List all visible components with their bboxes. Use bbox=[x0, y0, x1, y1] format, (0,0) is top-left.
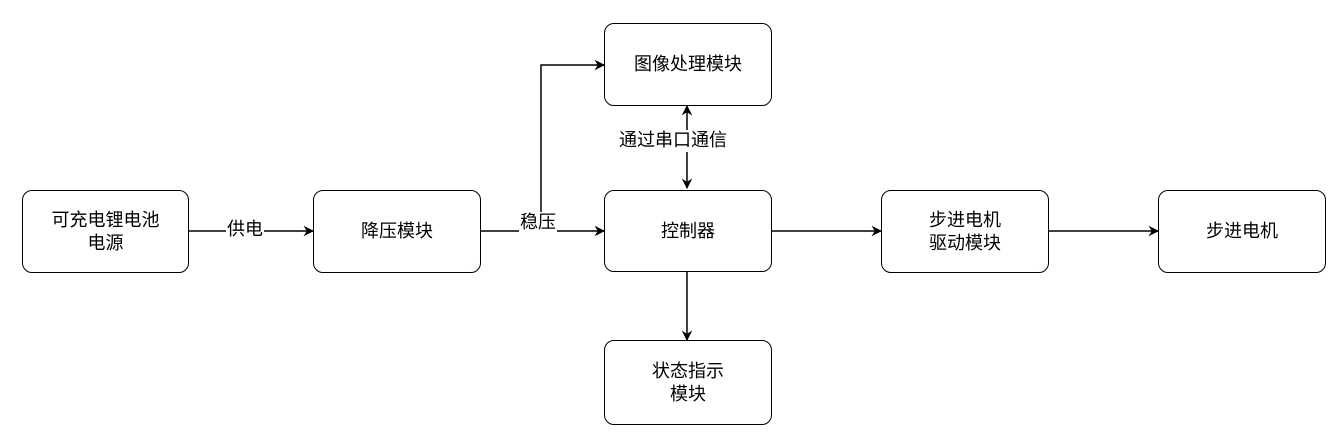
node-status-line-2: 模块 bbox=[670, 383, 706, 405]
node-buck: 降压模块 bbox=[313, 190, 481, 273]
arrow-buck-to-image bbox=[540, 59, 606, 231]
edge-label-serial: 通过串口通信 bbox=[618, 130, 728, 152]
node-image-line-1: 图像处理模块 bbox=[634, 54, 742, 75]
node-buck-line-1: 降压模块 bbox=[361, 221, 433, 242]
node-controller: 控制器 bbox=[604, 190, 772, 272]
node-battery-line-2: 电源 bbox=[87, 232, 124, 254]
node-controller-line-1: 控制器 bbox=[661, 220, 715, 242]
node-driver-line-2: 驱动模块 bbox=[929, 232, 1001, 254]
node-status-indicator: 状态指示模块 bbox=[604, 340, 772, 425]
edge-label-regulate: 稳压 bbox=[519, 212, 557, 234]
node-driver-line-1: 步进电机 bbox=[929, 209, 1001, 231]
node-image-processing: 图像处理模块 bbox=[604, 23, 772, 106]
node-stepper-motor: 步进电机 bbox=[1158, 190, 1326, 273]
node-motor-line-1: 步进电机 bbox=[1206, 221, 1278, 242]
node-battery: 可充电锂电池电源 bbox=[22, 190, 189, 273]
node-battery-line-1: 可充电锂电池 bbox=[51, 209, 160, 231]
edge-label-power: 供电 bbox=[226, 219, 264, 241]
node-motor-driver: 步进电机驱动模块 bbox=[881, 190, 1049, 273]
node-status-line-1: 状态指示 bbox=[652, 360, 724, 382]
